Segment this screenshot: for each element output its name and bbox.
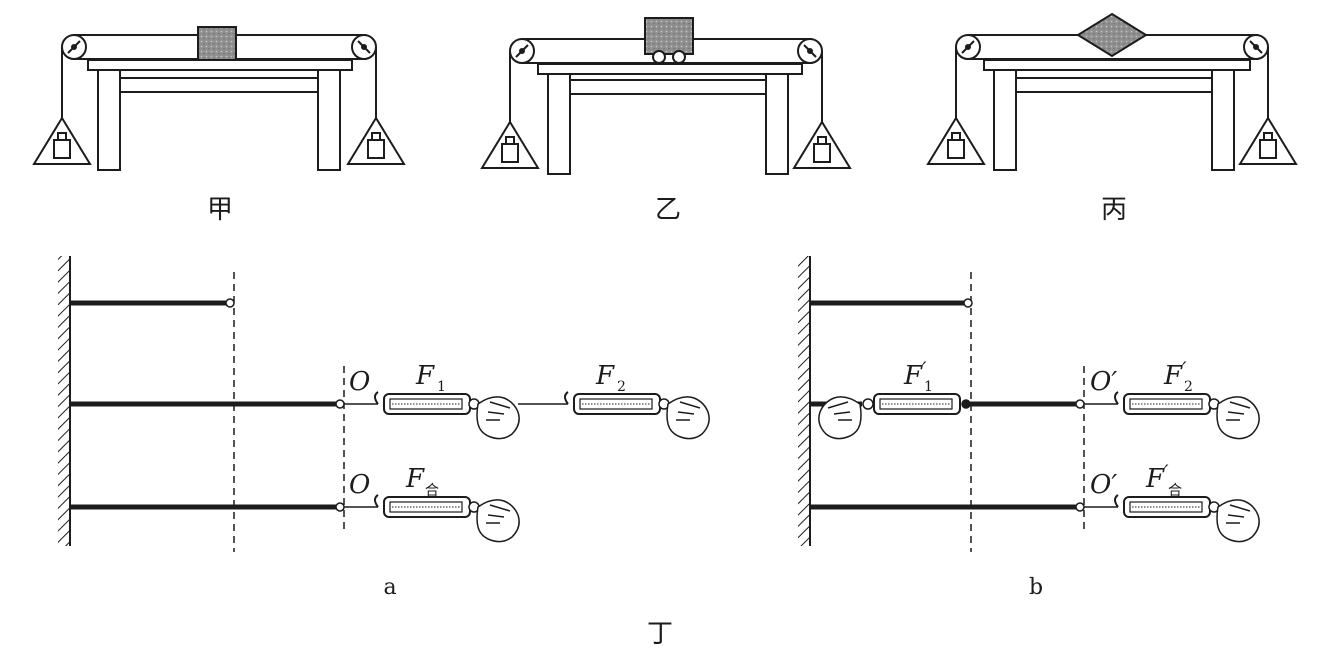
force-f1-label: F 1 [415, 361, 446, 395]
force-fhe-prime-label: F ′ 合 [1145, 460, 1182, 499]
table-leg-right [1211, 69, 1235, 171]
table-rail [1015, 77, 1213, 93]
apparatus-yi [480, 17, 852, 175]
spring-scale-icon [374, 391, 480, 415]
caption-ding: 丁 [647, 619, 673, 649]
weight-icon [926, 116, 986, 165]
svg-text:F: F [405, 464, 425, 494]
apparatus-bing [926, 12, 1298, 171]
svg-text:F: F [595, 361, 615, 391]
svg-text:′: ′ [922, 357, 927, 381]
pulley-icon [1243, 34, 1269, 60]
wall-icon [58, 256, 71, 546]
svg-text:′: ′ [1182, 357, 1187, 381]
caption-jia: 甲 [207, 195, 233, 225]
cart [644, 17, 694, 64]
svg-text:O′: O′ [1090, 470, 1117, 500]
spring-scale-icon [1114, 494, 1220, 518]
point-o-label: O [349, 367, 370, 397]
apparatus-jia [32, 26, 406, 171]
diamond-block [1076, 12, 1148, 58]
force-fhe-label: F 合 [405, 464, 439, 499]
svg-text:′: ′ [1164, 460, 1169, 484]
table-leg-left [97, 69, 121, 171]
pulley-icon [61, 34, 87, 60]
svg-text:F: F [903, 361, 923, 391]
panel-b [798, 256, 1260, 552]
spring-scale-icon [1114, 391, 1220, 415]
panel-a [58, 256, 710, 552]
hand-icon [1216, 499, 1260, 543]
force-f1-prime-label: F ′ 1 [903, 357, 933, 395]
svg-text:F: F [1145, 464, 1165, 494]
block [197, 26, 237, 61]
caption-bing: 丙 [1101, 195, 1127, 225]
force-f2-label: F 2 [595, 361, 626, 395]
spring-scale-icon [862, 393, 971, 415]
caption-a: a [383, 575, 396, 600]
table-leg-left [993, 69, 1017, 171]
point-o-prime-label: O′ [1090, 470, 1117, 500]
table-leg-right [765, 73, 789, 175]
svg-text:1: 1 [924, 379, 933, 395]
table-rail [119, 77, 319, 93]
svg-text:F: F [415, 361, 435, 391]
table-leg-right [317, 69, 341, 171]
pulley-icon [955, 34, 981, 60]
weight-icon [346, 116, 406, 165]
table-top [87, 59, 353, 71]
table-top [983, 59, 1251, 71]
hand-icon [666, 396, 710, 440]
svg-text:2: 2 [1184, 379, 1193, 395]
svg-text:F: F [1163, 361, 1183, 391]
wall-icon [798, 256, 811, 546]
hand-icon [476, 499, 520, 543]
table-leg-left [547, 73, 571, 175]
svg-text:2: 2 [617, 379, 626, 395]
weight-icon [792, 120, 852, 169]
hand-icon [1216, 396, 1260, 440]
pulley-icon [351, 34, 377, 60]
svg-text:O′: O′ [1090, 367, 1117, 397]
svg-text:1: 1 [437, 379, 446, 395]
weight-icon [1238, 116, 1298, 165]
point-o-prime-label: O′ [1090, 367, 1117, 397]
spring-scale-icon [374, 494, 480, 518]
table-top [537, 63, 803, 75]
pulley-icon [797, 38, 823, 64]
weight-icon [480, 120, 540, 169]
force-f2-prime-label: F ′ 2 [1163, 357, 1193, 395]
pulley-icon [509, 38, 535, 64]
hand-icon [818, 396, 862, 440]
caption-yi: 乙 [655, 195, 681, 225]
caption-b: b [1029, 575, 1043, 600]
svg-text:合: 合 [1168, 483, 1182, 499]
table-rail [569, 79, 767, 95]
weight-icon [32, 116, 92, 165]
spring-scale-icon [564, 391, 670, 415]
point-o-label: O [349, 470, 370, 500]
svg-text:合: 合 [425, 483, 439, 499]
hand-icon [476, 396, 520, 440]
